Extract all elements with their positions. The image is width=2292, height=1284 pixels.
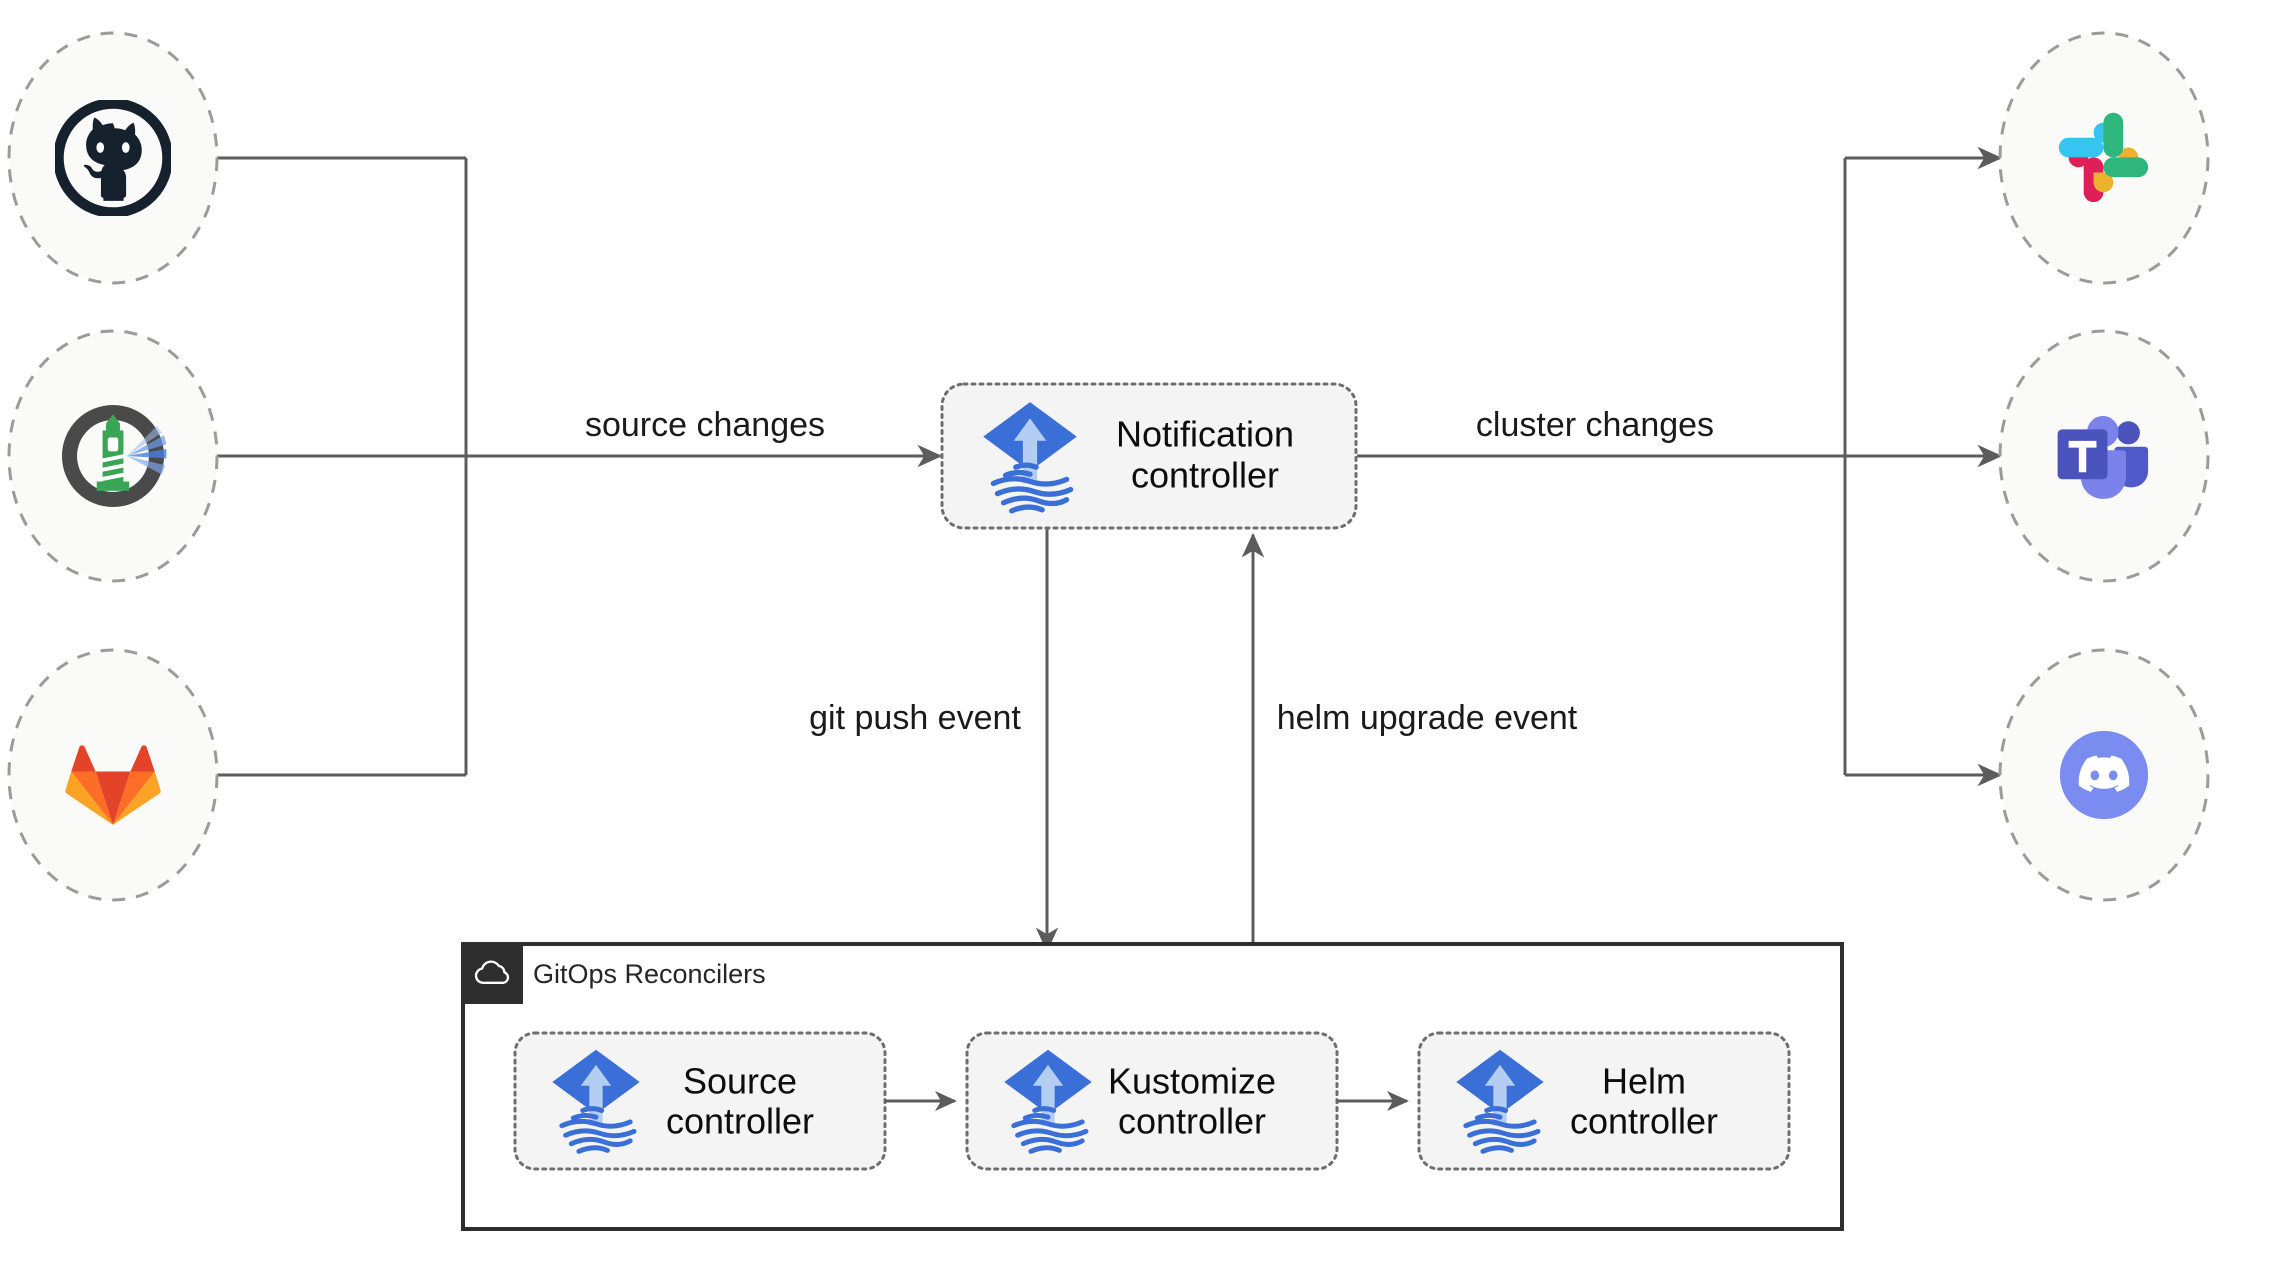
notification-controller-line2: controller xyxy=(1131,455,1279,496)
source-controller-line2: controller xyxy=(666,1101,814,1142)
node-source-github[interactable] xyxy=(7,31,219,285)
edge-group-source-changes xyxy=(217,156,943,777)
node-kustomize-controller[interactable]: Kustomize controller xyxy=(965,1031,1339,1171)
node-destination-slack[interactable] xyxy=(1998,31,2210,285)
node-source-gitlab[interactable] xyxy=(7,648,219,902)
container-icon-tab xyxy=(463,944,523,1004)
node-destination-teams[interactable] xyxy=(1998,329,2210,583)
node-source-flux[interactable] xyxy=(7,329,219,583)
edge-label-git-push-event: git push event xyxy=(809,699,1021,737)
node-source-controller[interactable]: Source controller xyxy=(513,1031,887,1171)
notification-controller-line1: Notification xyxy=(1116,414,1294,455)
helm-controller-line1: Helm xyxy=(1602,1061,1686,1102)
node-helm-controller[interactable]: Helm controller xyxy=(1417,1031,1791,1171)
helm-controller-line2: controller xyxy=(1570,1101,1718,1142)
edge-group-events xyxy=(1035,529,1265,953)
edge-label-source-changes: source changes xyxy=(585,406,825,444)
edge-label-cluster-changes: cluster changes xyxy=(1476,406,1714,444)
node-destination-discord[interactable] xyxy=(1998,648,2210,902)
kustomize-controller-line1: Kustomize xyxy=(1108,1061,1276,1102)
edge-label-helm-upgrade-event: helm upgrade event xyxy=(1277,699,1578,737)
kustomize-controller-line2: controller xyxy=(1118,1101,1266,1142)
edge-group-cluster-changes xyxy=(1357,146,2003,787)
container-gitops-reconcilers: GitOps Reconcilers Source controller Kus… xyxy=(461,942,1844,1231)
node-notification-controller[interactable]: Notification controller xyxy=(940,382,1358,530)
discord-icon xyxy=(2059,730,2149,820)
source-controller-line1: Source xyxy=(683,1061,797,1102)
container-title: GitOps Reconcilers xyxy=(533,959,766,989)
